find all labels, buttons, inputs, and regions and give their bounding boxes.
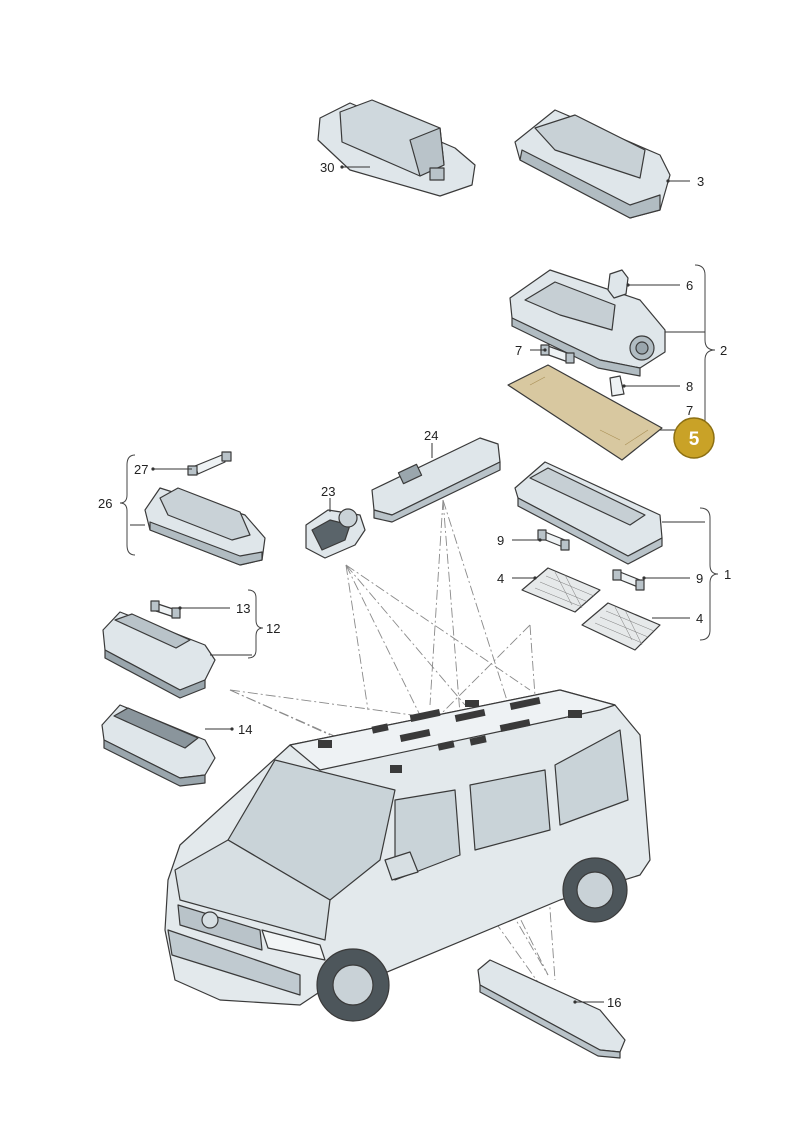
part-label-13: 13 xyxy=(236,601,250,616)
part-label-4-left: 4 xyxy=(497,571,504,586)
part-label-9-right: 9 xyxy=(696,571,703,586)
part-24-led-strip xyxy=(371,437,501,523)
van-illustration xyxy=(164,689,651,1022)
part-14-door-light xyxy=(101,704,234,787)
part-label-26: 26 xyxy=(98,496,112,511)
highlight-badge-5[interactable]: 5 xyxy=(673,417,715,459)
part-label-8: 8 xyxy=(686,379,693,394)
part-label-12: 12 xyxy=(266,621,280,636)
part-label-1: 1 xyxy=(724,567,731,582)
part-26-luggage-light xyxy=(119,451,266,566)
part-16-entry-light xyxy=(477,959,626,1059)
part-12-door-light xyxy=(102,589,264,699)
part-label-14: 14 xyxy=(238,722,252,737)
part-2-reading-light xyxy=(507,264,716,461)
part-label-6: 6 xyxy=(686,278,693,293)
part-label-7-bulb: 7 xyxy=(515,343,522,358)
part-label-27: 27 xyxy=(134,462,148,477)
part-label-23: 23 xyxy=(321,484,335,499)
part-label-24: 24 xyxy=(424,428,438,443)
part-label-30: 30 xyxy=(320,160,334,175)
part-3-interior-light xyxy=(514,109,690,219)
part-label-3: 3 xyxy=(697,174,704,189)
highlight-label: 5 xyxy=(689,429,700,450)
part-label-7-lens: 7 xyxy=(686,403,693,418)
part-30-roof-light xyxy=(317,99,476,197)
part-23-spot-light xyxy=(305,498,366,559)
part-label-16: 16 xyxy=(607,995,621,1010)
part-label-4-right: 4 xyxy=(696,611,703,626)
part-label-2: 2 xyxy=(720,343,727,358)
part-1-interior-light xyxy=(512,461,719,651)
part-label-9-left: 9 xyxy=(497,533,504,548)
